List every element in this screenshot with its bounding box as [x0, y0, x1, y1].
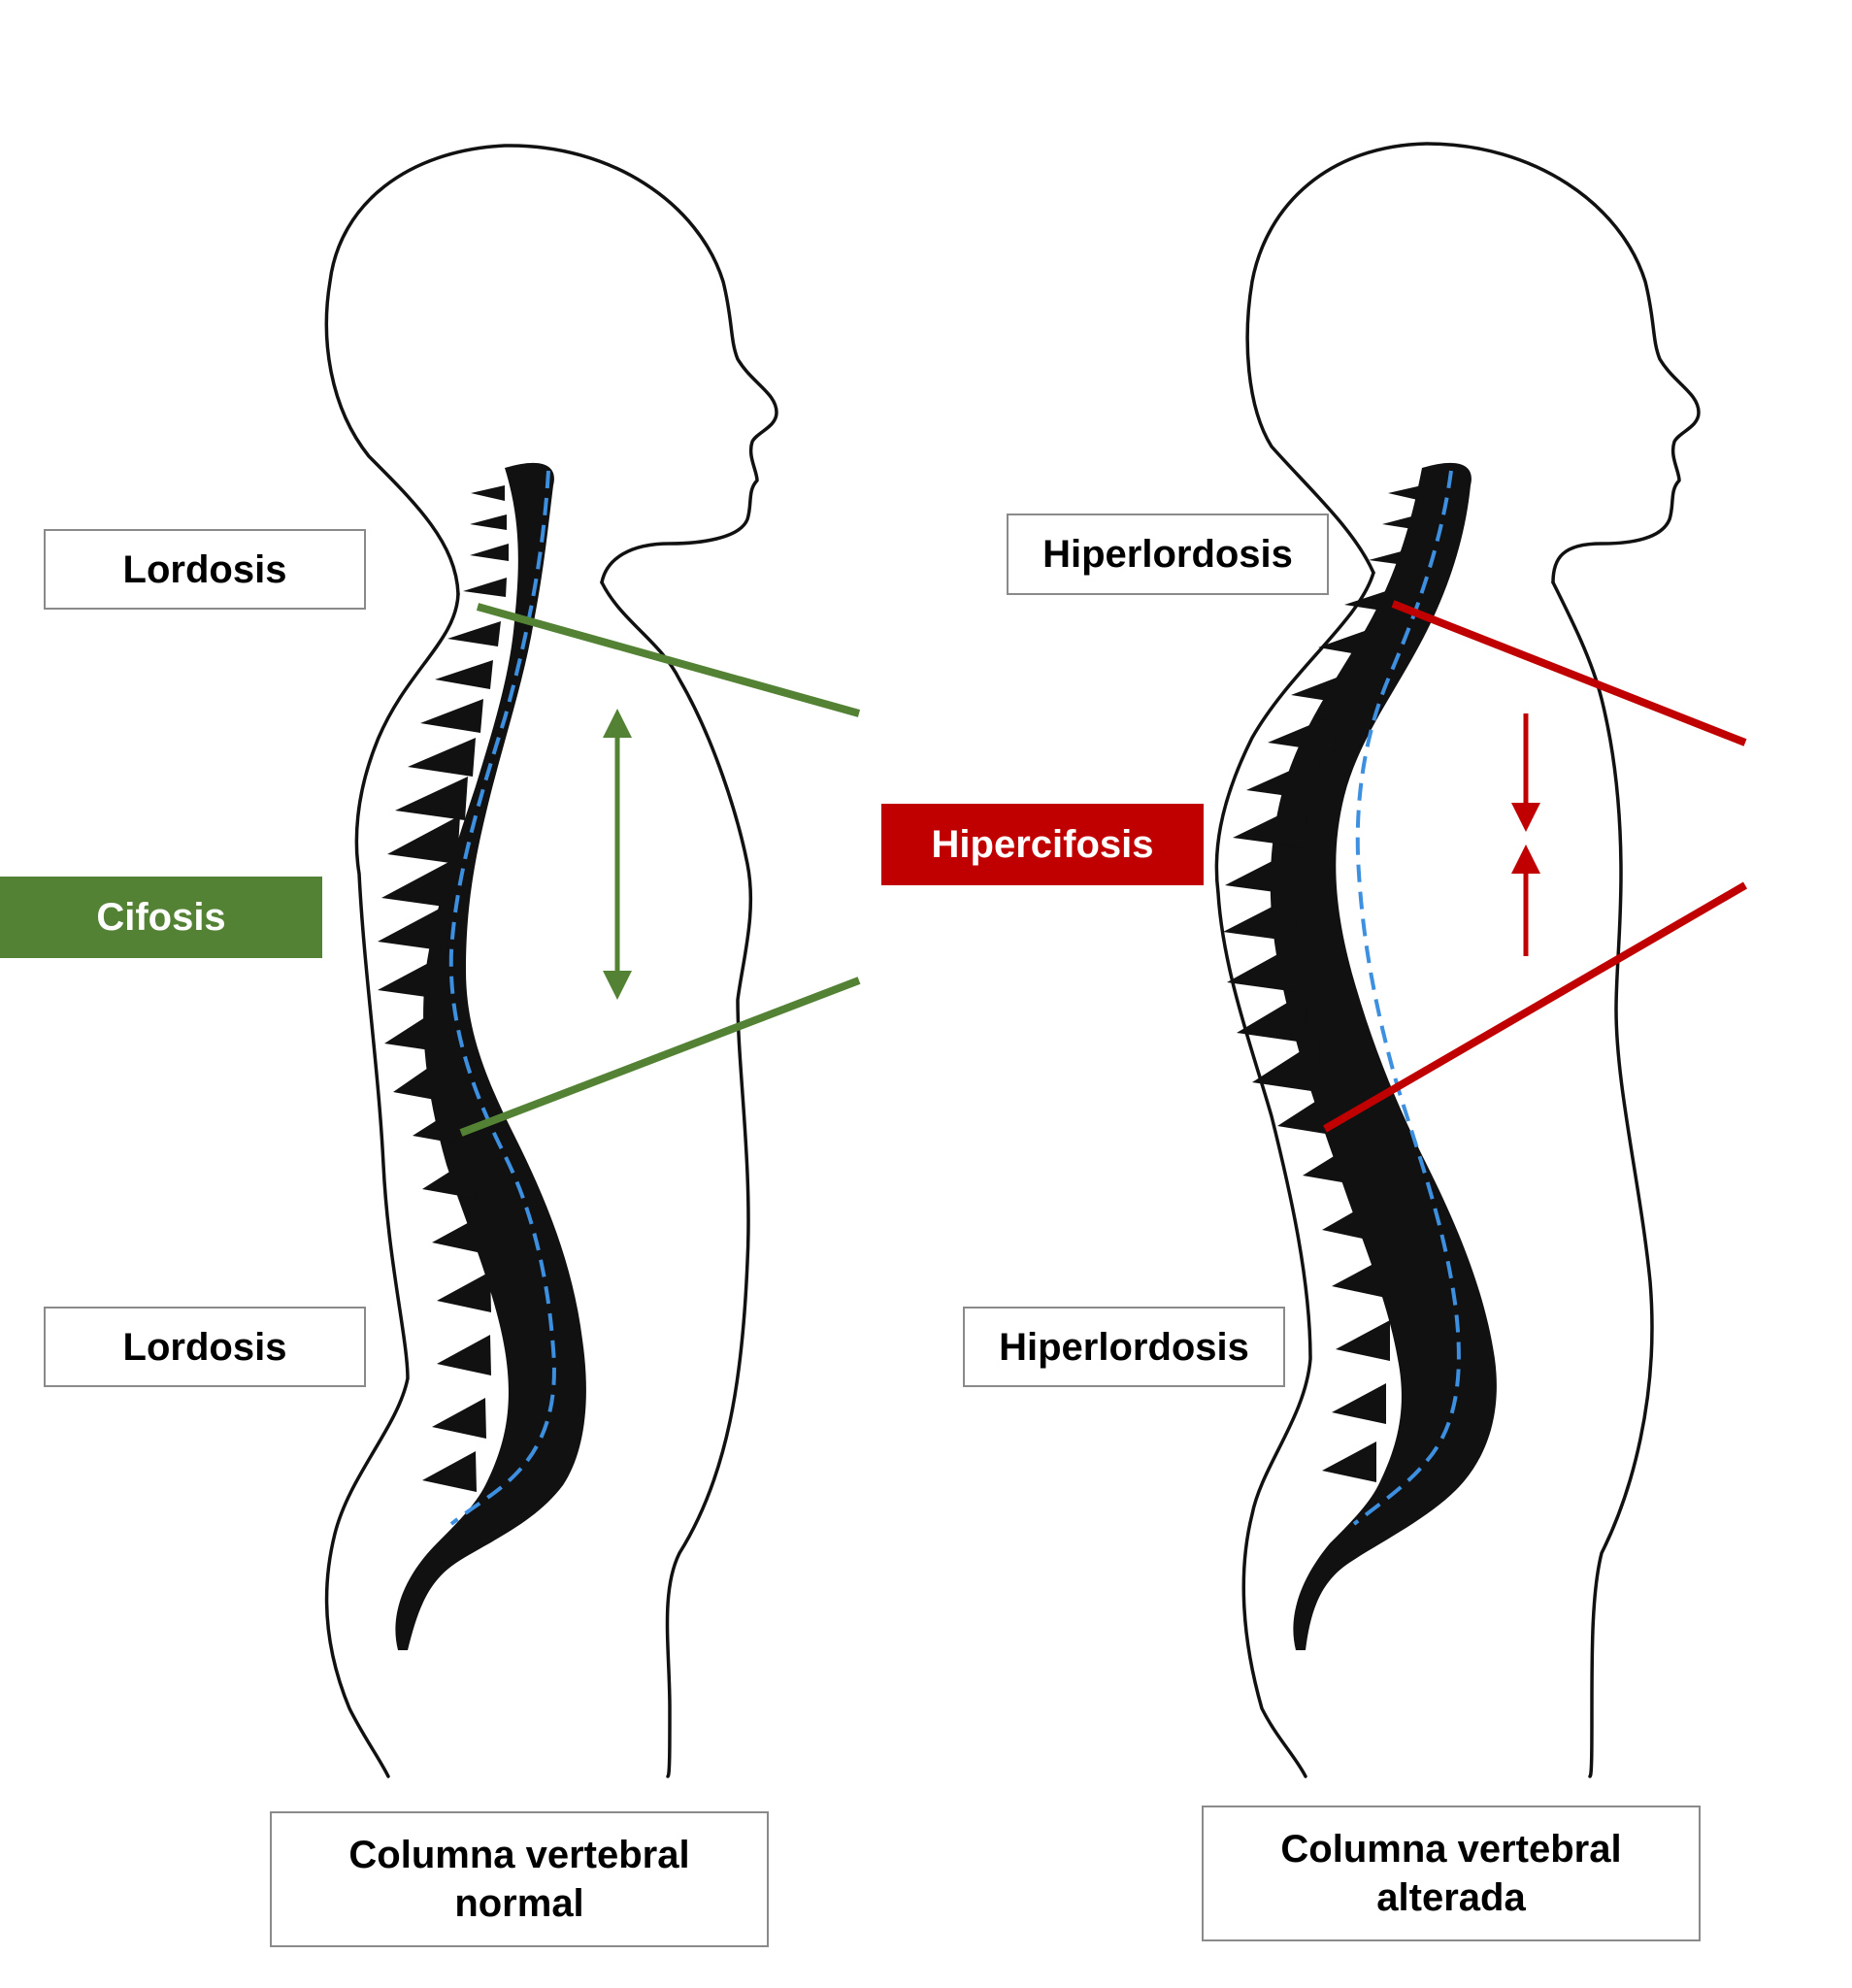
right-lower-kyphosis-line	[1322, 881, 1748, 1133]
left-lower-lordosis-label: Lordosis	[44, 1307, 366, 1387]
left-body-outline	[324, 144, 778, 1778]
right-caption: Columna vertebral alterada	[1202, 1806, 1701, 1941]
right-caption-line1: Columna vertebral	[1280, 1828, 1622, 1871]
left-caption: Columna vertebral normal	[270, 1811, 769, 1947]
left-caption-line2: normal	[454, 1882, 584, 1925]
right-caption-line2: alterada	[1376, 1876, 1526, 1919]
left-caption-line1: Columna vertebral	[348, 1834, 690, 1876]
left-spine-axis-line	[448, 470, 556, 1526]
left-upper-kyphosis-line	[476, 603, 861, 717]
right-upper-hyperlordosis-label: Hiperlordosis	[1007, 514, 1329, 595]
right-lower-hyperlordosis-label: Hiperlordosis	[963, 1307, 1285, 1387]
right-hyperkyphosis-label: Hipercifosis	[881, 804, 1204, 885]
right-upper-kyphosis-line	[1391, 600, 1747, 746]
left-lower-kyphosis-line	[459, 977, 861, 1137]
right-body-outline	[1214, 142, 1701, 1778]
left-kyphosis-label: Cifosis	[0, 877, 322, 958]
right-spine-axis-line	[1352, 470, 1461, 1526]
left-spine	[378, 462, 586, 1650]
right-spine	[1223, 462, 1497, 1650]
left-upper-lordosis-label: Lordosis	[44, 529, 366, 610]
